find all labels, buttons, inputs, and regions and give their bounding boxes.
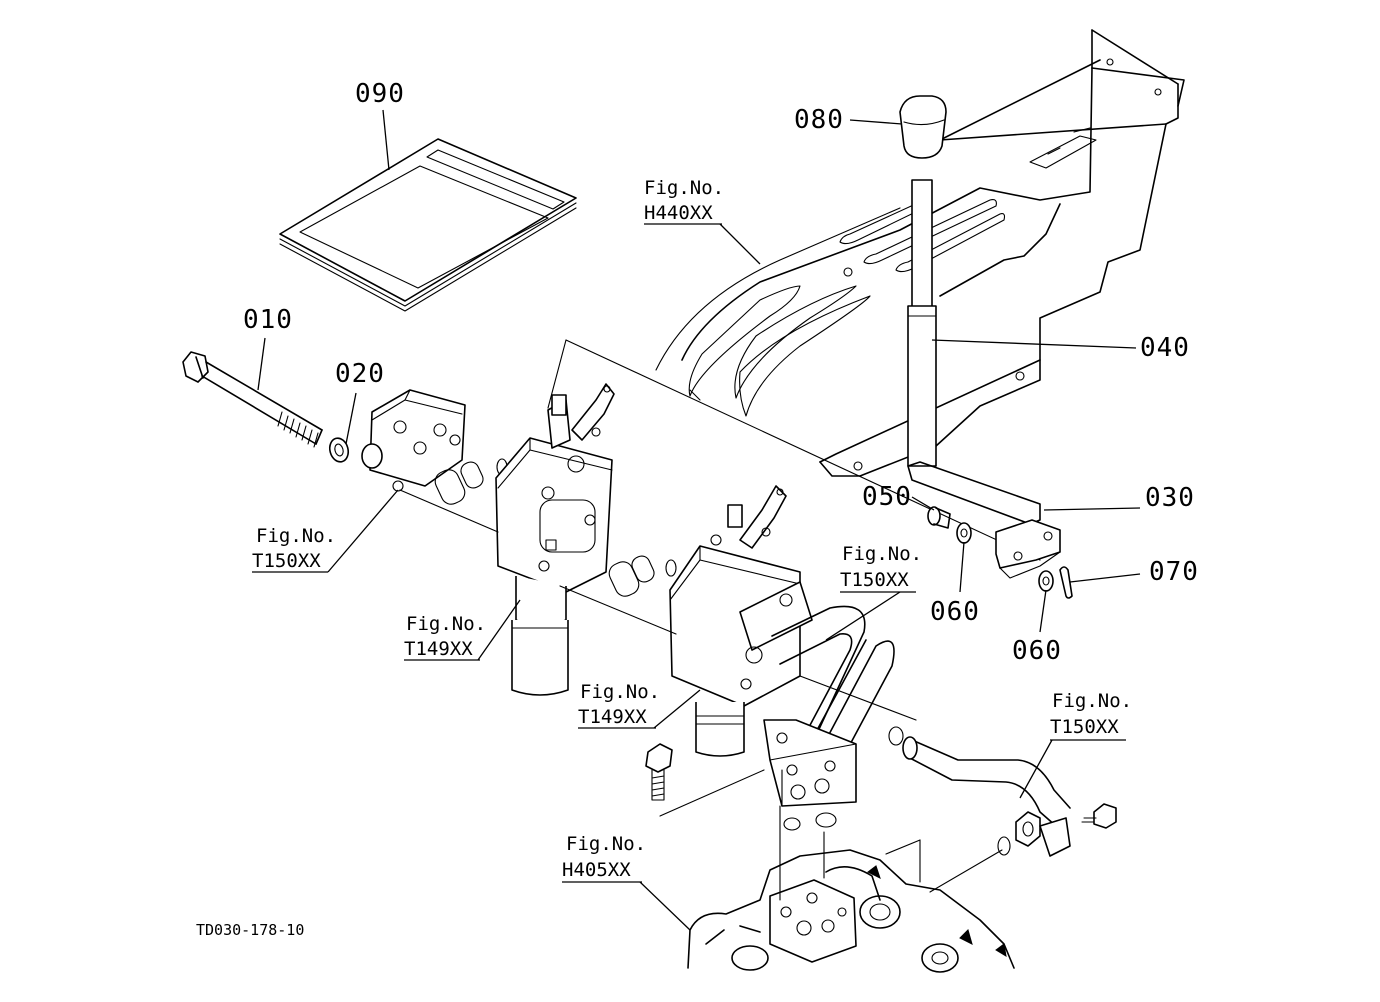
figure-reference-labels: Fig.No. H440XX Fig.No. T150XX Fig.No. T1… (252, 177, 1132, 881)
hydraulic-pipes-center[interactable] (771, 605, 895, 753)
part-050-pin[interactable] (927, 506, 951, 529)
label-040: 040 (1140, 333, 1190, 363)
drawing-id: TD030-178-10 (196, 921, 304, 939)
fig-ref-t150-right-code: T150XX (1050, 716, 1119, 738)
small-bolt[interactable] (645, 743, 673, 801)
label-090: 090 (355, 79, 405, 109)
control-valve-center[interactable] (669, 485, 813, 757)
label-030: 030 (1145, 483, 1195, 513)
label-010: 010 (243, 305, 293, 335)
part-080-knob[interactable] (899, 95, 947, 159)
lever-guide-plate[interactable] (655, 29, 1185, 477)
fig-ref-h405-label: Fig.No. (566, 833, 646, 855)
label-070: 070 (1149, 557, 1199, 587)
fig-ref-t150-left-label: Fig.No. (256, 525, 336, 547)
label-050: 050 (862, 482, 912, 512)
fig-ref-t150-left-code: T150XX (252, 550, 321, 572)
hydraulic-pump-assembly[interactable] (687, 849, 1015, 973)
label-060-upper: 060 (930, 597, 980, 627)
leader-lines (252, 109, 1141, 931)
part-090-manual[interactable] (279, 138, 577, 312)
return-pipe-right[interactable] (888, 726, 1117, 857)
label-020: 020 (335, 359, 385, 389)
label-060-lower: 060 (1012, 636, 1062, 666)
part-010-bolt[interactable] (182, 351, 323, 448)
part-number-labels: 090 010 020 080 040 050 030 070 060 060 (243, 79, 1199, 666)
fig-ref-t149-center-code: T149XX (578, 706, 647, 728)
flange-block[interactable] (763, 719, 857, 831)
part-020-washer[interactable] (327, 436, 351, 464)
fig-ref-h405-code: H405XX (562, 859, 631, 881)
part-060-washer-a[interactable] (956, 522, 972, 544)
part-040-lever-rod[interactable] (907, 179, 1041, 525)
fig-ref-t149-left-code: T149XX (404, 638, 473, 660)
fig-ref-t149-left-label: Fig.No. (406, 613, 486, 635)
label-080: 080 (794, 105, 844, 135)
part-030-bracket[interactable] (995, 519, 1061, 579)
fig-ref-t150-center-code: T150XX (840, 569, 909, 591)
fig-ref-h440-label: Fig.No. (644, 177, 724, 199)
part-070-cotter-pin[interactable] (1059, 566, 1073, 599)
fig-ref-h440-code: H440XX (644, 202, 713, 224)
fig-ref-t150-center-label: Fig.No. (842, 543, 922, 565)
fig-ref-t150-right-label: Fig.No. (1052, 690, 1132, 712)
part-060-washer-b[interactable] (1038, 570, 1054, 592)
o-rings-center (608, 555, 677, 597)
control-valve-left[interactable] (495, 383, 615, 696)
fig-ref-t149-center-label: Fig.No. (580, 681, 660, 703)
valve-end-cover-block[interactable] (361, 389, 466, 492)
